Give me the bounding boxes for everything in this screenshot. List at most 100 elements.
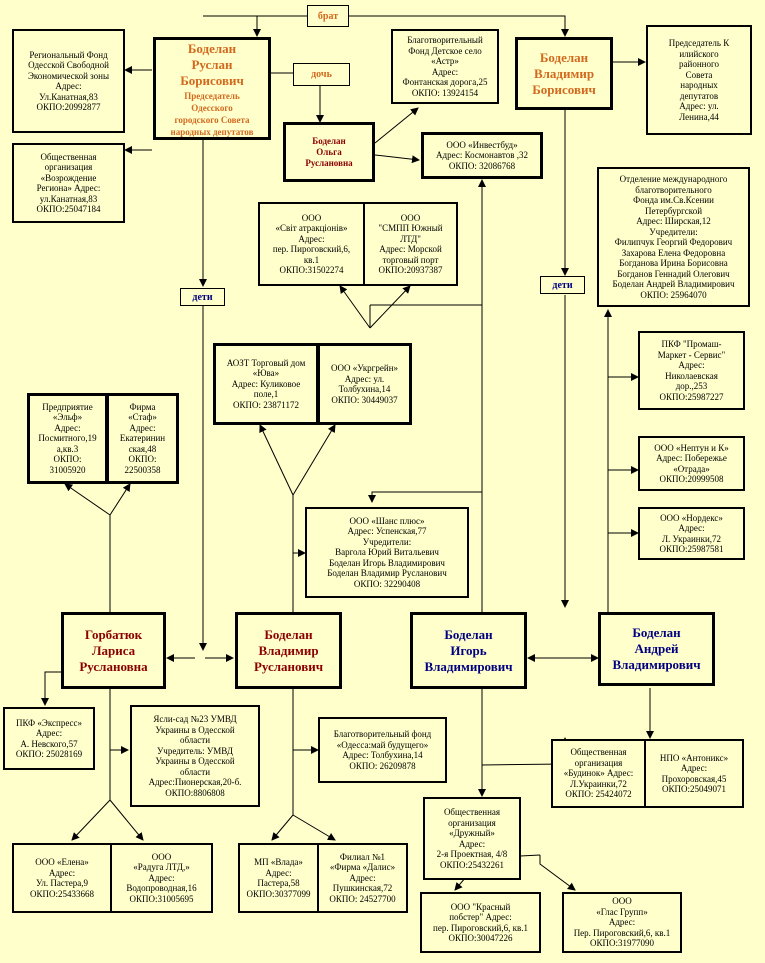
org-text-line: Адрес: bbox=[608, 917, 636, 928]
person-andrey-vladimirovich: Боделан Андрей Владимирович bbox=[598, 612, 715, 686]
person-title-line: народных депутатов bbox=[170, 126, 254, 137]
org-text-line: ОКПО:31977090 bbox=[589, 938, 654, 949]
org-text-line: Адрес: Побережье bbox=[656, 453, 727, 463]
org-text-line: «Радуга ЛТД,» bbox=[133, 862, 190, 873]
org-text-line: поле,1 bbox=[253, 389, 279, 400]
org-text-line: Маркет - Сервис" bbox=[657, 349, 726, 360]
org-text-line: НПО «Антоникс» bbox=[659, 752, 729, 763]
org-text-line: ООО bbox=[400, 212, 421, 223]
person-larisa-ruslanovna: Горбатюк Лариса Руслановна bbox=[61, 612, 166, 689]
person-name-line: Руслановна bbox=[79, 658, 148, 674]
org-saint-xenia-fund: Отделение международного благотворительн… bbox=[597, 167, 750, 307]
person-name-line: Андрей bbox=[634, 641, 679, 656]
org-text-line: Адрес: bbox=[129, 422, 156, 433]
person-name-line: Боделан bbox=[187, 40, 237, 56]
org-text-line: Толбухина,14 bbox=[338, 384, 391, 394]
org-aozt-yuva: АОЗТ Торговый дом «Юва» Адрес: Куликовое… bbox=[213, 343, 319, 425]
org-raduga-ltd: ООО «Радуга ЛТД,» Адрес: Водопроводная,1… bbox=[110, 843, 213, 913]
org-text-line: Ясли-сад №23 УМВД bbox=[153, 714, 237, 724]
org-text-line: Фонд Детское село bbox=[408, 45, 482, 56]
relation-daughter-label: дочь bbox=[293, 63, 350, 86]
org-text-line: ООО «Укргрейн» bbox=[330, 363, 399, 373]
org-text-line: МП «Влада» bbox=[254, 857, 303, 867]
org-text-line: ПКФ «Экспресс» bbox=[15, 717, 83, 728]
org-text-line: ОКПО: 25424072 bbox=[565, 789, 632, 800]
org-text-line: Благотворительный bbox=[407, 35, 483, 45]
person-name-line: Горбатюк bbox=[84, 626, 143, 642]
org-text-line: ул.Канатная,83 bbox=[39, 193, 98, 204]
person-name-line: Владимирович bbox=[612, 657, 701, 672]
org-kiliya-council: Председатель К илийского районного Совет… bbox=[646, 25, 752, 135]
person-name-line: Боделан bbox=[632, 625, 681, 640]
org-text-line: организация bbox=[44, 162, 93, 172]
org-text-line: ООО bbox=[612, 896, 632, 907]
org-text-line: кв.1 bbox=[303, 254, 320, 265]
relation-brother-label: брат bbox=[307, 5, 349, 27]
org-text-line: Пер. Пироговский,6, кв.1 bbox=[573, 927, 671, 938]
org-text-line: Адрес:Пионерская,20-б. bbox=[148, 777, 242, 787]
org-text-line: Адрес: bbox=[431, 66, 459, 77]
org-text-line: Богданова Ирина Борисовна bbox=[619, 258, 728, 268]
org-text-line: Благотворительный фонд bbox=[333, 729, 432, 739]
org-text-line: Фирма bbox=[129, 401, 156, 412]
org-elena: ООО «Елена» Адрес: Ул. Пастера,9 ОКПО:25… bbox=[12, 843, 112, 913]
org-text-line: Боделан Андрей Владимирович bbox=[612, 279, 735, 289]
person-name-line: Борисович bbox=[532, 81, 596, 97]
org-text-line: Пастера,58 bbox=[257, 878, 300, 888]
org-text-line: Л.Украинки,72 bbox=[570, 778, 627, 789]
org-text-line: Варгола Юрий Витальевич bbox=[335, 547, 439, 558]
org-text-line: Одесской Свободной bbox=[28, 60, 109, 70]
org-text-line: «Юва» bbox=[252, 368, 280, 379]
person-igor-vladimirovich: Боделан Игорь Владимирович bbox=[410, 612, 527, 689]
org-text-line: Адрес: bbox=[680, 763, 708, 773]
person-name-line: Руслан bbox=[191, 56, 233, 72]
org-text-line: Фонтанская дорога,25 bbox=[402, 77, 488, 87]
org-text-line: Адрес: bbox=[458, 838, 486, 849]
org-text-line: Председатель К bbox=[668, 38, 730, 48]
org-text-line: ОКПО:20937387 bbox=[378, 265, 443, 275]
org-dalis-branch: Филиал №1 «Фирма «Далис» Адрес: Пушкинск… bbox=[317, 843, 408, 913]
org-text-line: пер. Пироговский,6, bbox=[272, 244, 351, 254]
org-text-line: ООО bbox=[151, 851, 172, 862]
org-text-line: торговый порт bbox=[382, 254, 439, 265]
org-ukrgrein: ООО «Укргрейн» Адрес: ул. Толбухина,14 О… bbox=[317, 343, 412, 425]
org-text-line: ская,48 bbox=[128, 443, 157, 454]
org-text-line: ООО "Красный bbox=[450, 901, 511, 912]
org-text-line: Адрес: ул. bbox=[679, 101, 719, 111]
org-text-line: ОКПО:25987227 bbox=[659, 391, 724, 402]
org-express: ПКФ «Экспресс» Адрес: А. Невского,57 ОКП… bbox=[3, 707, 95, 770]
org-text-line: Адрес: bbox=[265, 867, 292, 878]
org-text-line: «Глас Групп» bbox=[596, 906, 648, 917]
org-krasny-lobster: ООО "Красный побстер" Адрес: пер. Пирого… bbox=[420, 892, 541, 953]
org-text-line: АОЗТ Торговый дом bbox=[226, 357, 306, 368]
org-text-line: А. Невского,57 bbox=[20, 738, 78, 749]
org-odessa-future-fund: Благотворительный фонд «Одесса:май будущ… bbox=[318, 717, 447, 783]
org-text-line: Адрес: bbox=[678, 523, 705, 533]
person-name-line: Владимирович bbox=[424, 658, 513, 674]
org-text-line: Адрес: Куликовое bbox=[231, 378, 301, 389]
org-text-line: Филипчук Георгий Федорович bbox=[614, 237, 733, 247]
person-vladimir-ruslanovich: Боделан Владимир Русланович bbox=[235, 612, 342, 689]
org-text-line: Екатеринин bbox=[119, 433, 166, 444]
org-text-line: организация bbox=[574, 757, 623, 768]
org-text-line: Украины в Одесской bbox=[155, 724, 235, 735]
person-name-line: Ольга bbox=[316, 146, 342, 157]
person-name-line: Боделан bbox=[312, 135, 346, 146]
org-glas-group: ООО «Глас Групп» Адрес: Пер. Пироговский… bbox=[562, 892, 682, 953]
person-name-line: Боделан bbox=[539, 49, 589, 65]
org-text-line: Адрес: bbox=[148, 872, 175, 883]
org-text-line: Боделан Игорь Владимирович bbox=[329, 557, 445, 568]
org-text-line: ОКПО: 32086768 bbox=[448, 160, 516, 171]
person-vladimir-borisovich: Боделан Владимир Борисович bbox=[515, 37, 613, 110]
org-text-line: ОКПО: 32290408 bbox=[353, 578, 421, 589]
org-text-line: «Астр» bbox=[431, 56, 459, 66]
org-text-line: ОКПО:31005695 bbox=[129, 893, 194, 904]
org-text-line: «Возрождение bbox=[40, 172, 97, 183]
org-text-line: Адрес: bbox=[349, 872, 376, 883]
org-investbud: ООО «Инвестбуд» Адрес: Космонавтов ,32 О… bbox=[421, 132, 543, 179]
org-text-line: ОКПО: 24527700 bbox=[329, 893, 396, 904]
org-text-line: организация bbox=[448, 817, 496, 828]
org-text-line: Посмитного,19 bbox=[38, 433, 97, 444]
org-text-line: Адрес: Морской bbox=[379, 244, 442, 254]
org-text-line: Учредитель: УМВД bbox=[156, 745, 234, 756]
